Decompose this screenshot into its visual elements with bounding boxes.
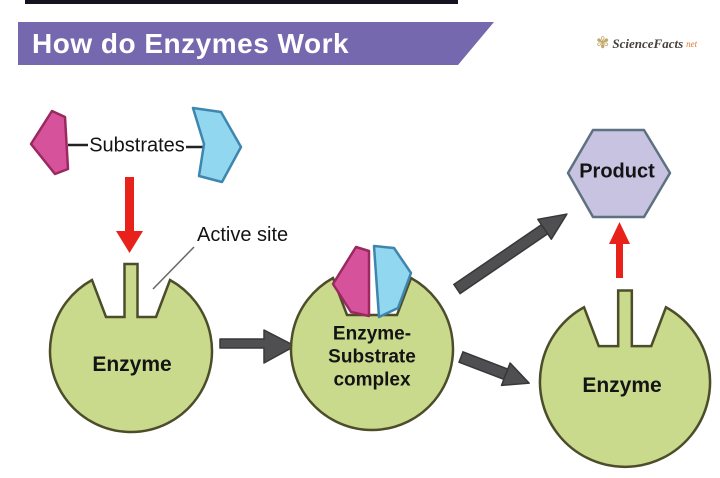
enzyme-1-shape bbox=[48, 262, 214, 434]
brand-logo: ✾ ScienceFacts net bbox=[596, 36, 697, 52]
red-arrow-up bbox=[609, 222, 630, 278]
complex-substrate-blue bbox=[372, 244, 413, 319]
enzyme-substrate-complex-label: Enzyme- Substrate complex bbox=[328, 323, 416, 391]
enzyme-1-label: Enzyme bbox=[92, 353, 172, 376]
brand-name: ScienceFacts bbox=[612, 36, 684, 51]
active-site-pointer-line bbox=[152, 246, 195, 290]
substrate-blue-shape bbox=[191, 106, 243, 184]
gray-arrow-right bbox=[219, 329, 296, 364]
red-arrow-down bbox=[116, 177, 143, 253]
top-accent-bar bbox=[25, 0, 458, 4]
page-title: How do Enzymes Work bbox=[32, 28, 350, 59]
active-site-label: Active site bbox=[197, 224, 289, 246]
complex-substrate-pink bbox=[331, 245, 371, 318]
title-banner: How do Enzymes Work bbox=[18, 22, 494, 65]
brand-tld: net bbox=[686, 39, 698, 49]
enzyme-3-label: Enzyme bbox=[582, 374, 662, 397]
product-hexagon bbox=[566, 128, 672, 219]
gray-arrow-down-right bbox=[458, 350, 530, 387]
product-label: Product bbox=[579, 160, 655, 183]
substrate-pink-shape bbox=[29, 109, 70, 176]
atom-flower-icon: ✾ bbox=[596, 35, 610, 52]
gray-arrow-up-right bbox=[452, 213, 568, 295]
substrates-label: Substrates bbox=[89, 134, 185, 157]
